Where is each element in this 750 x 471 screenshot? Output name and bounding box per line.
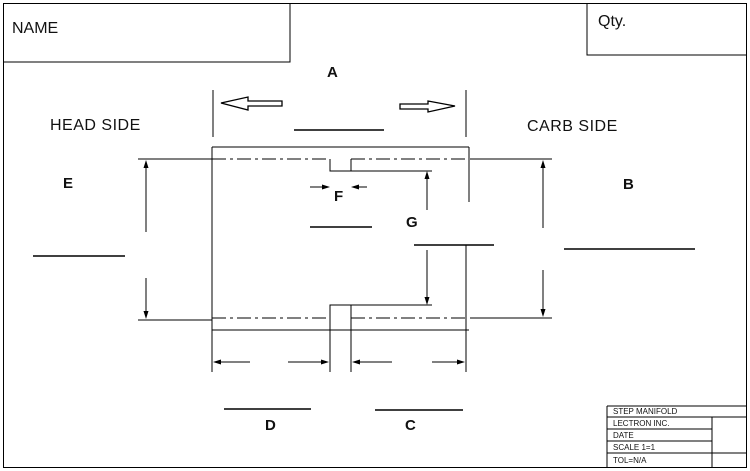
left-arrow-icon bbox=[220, 96, 283, 111]
dim-b-letter: B bbox=[623, 176, 634, 193]
f-arrowhead-left bbox=[322, 184, 330, 190]
tb-scale: SCALE 1=1 bbox=[613, 443, 656, 452]
dim-a-letter: A bbox=[327, 64, 338, 81]
tb-date-label: DATE bbox=[613, 431, 634, 440]
tb-tolerance: TOL=N/A bbox=[613, 456, 647, 465]
qty-label: Qty. bbox=[598, 13, 626, 30]
right-arrow-icon bbox=[399, 100, 456, 113]
dim-e-letter: E bbox=[63, 175, 73, 192]
name-box bbox=[3, 3, 291, 63]
tb-title: STEP MANIFOLD bbox=[613, 407, 678, 416]
tb-company: LECTRON INC. bbox=[613, 419, 669, 428]
d-arrowhead-right bbox=[321, 359, 329, 365]
dim-g-letter: G bbox=[406, 214, 418, 231]
g-arrowhead-bottom bbox=[424, 297, 430, 305]
b-arrowhead-bottom bbox=[540, 309, 546, 317]
b-arrowhead-top bbox=[540, 160, 546, 168]
f-arrowhead-right bbox=[351, 184, 359, 190]
carb-side-label: CARB SIDE bbox=[527, 118, 618, 135]
dim-c-letter: C bbox=[405, 417, 416, 434]
name-label: NAME bbox=[12, 20, 58, 37]
g-arrowhead-top bbox=[424, 171, 430, 179]
e-arrowhead-bottom bbox=[143, 311, 149, 319]
dim-f-letter: F bbox=[334, 188, 343, 205]
c-arrowhead-left bbox=[352, 359, 360, 365]
c-arrowhead-right bbox=[457, 359, 465, 365]
sheet-border bbox=[3, 3, 747, 468]
dim-d-letter: D bbox=[265, 417, 276, 434]
lower-step-notch bbox=[329, 304, 352, 318]
e-arrowhead-top bbox=[143, 160, 149, 168]
qty-box bbox=[586, 3, 747, 56]
title-block: STEP MANIFOLD LECTRON INC. DATE SCALE 1=… bbox=[606, 405, 747, 468]
head-side-label: HEAD SIDE bbox=[50, 117, 141, 134]
d-arrowhead-left bbox=[213, 359, 221, 365]
upper-step-notch bbox=[329, 159, 352, 172]
